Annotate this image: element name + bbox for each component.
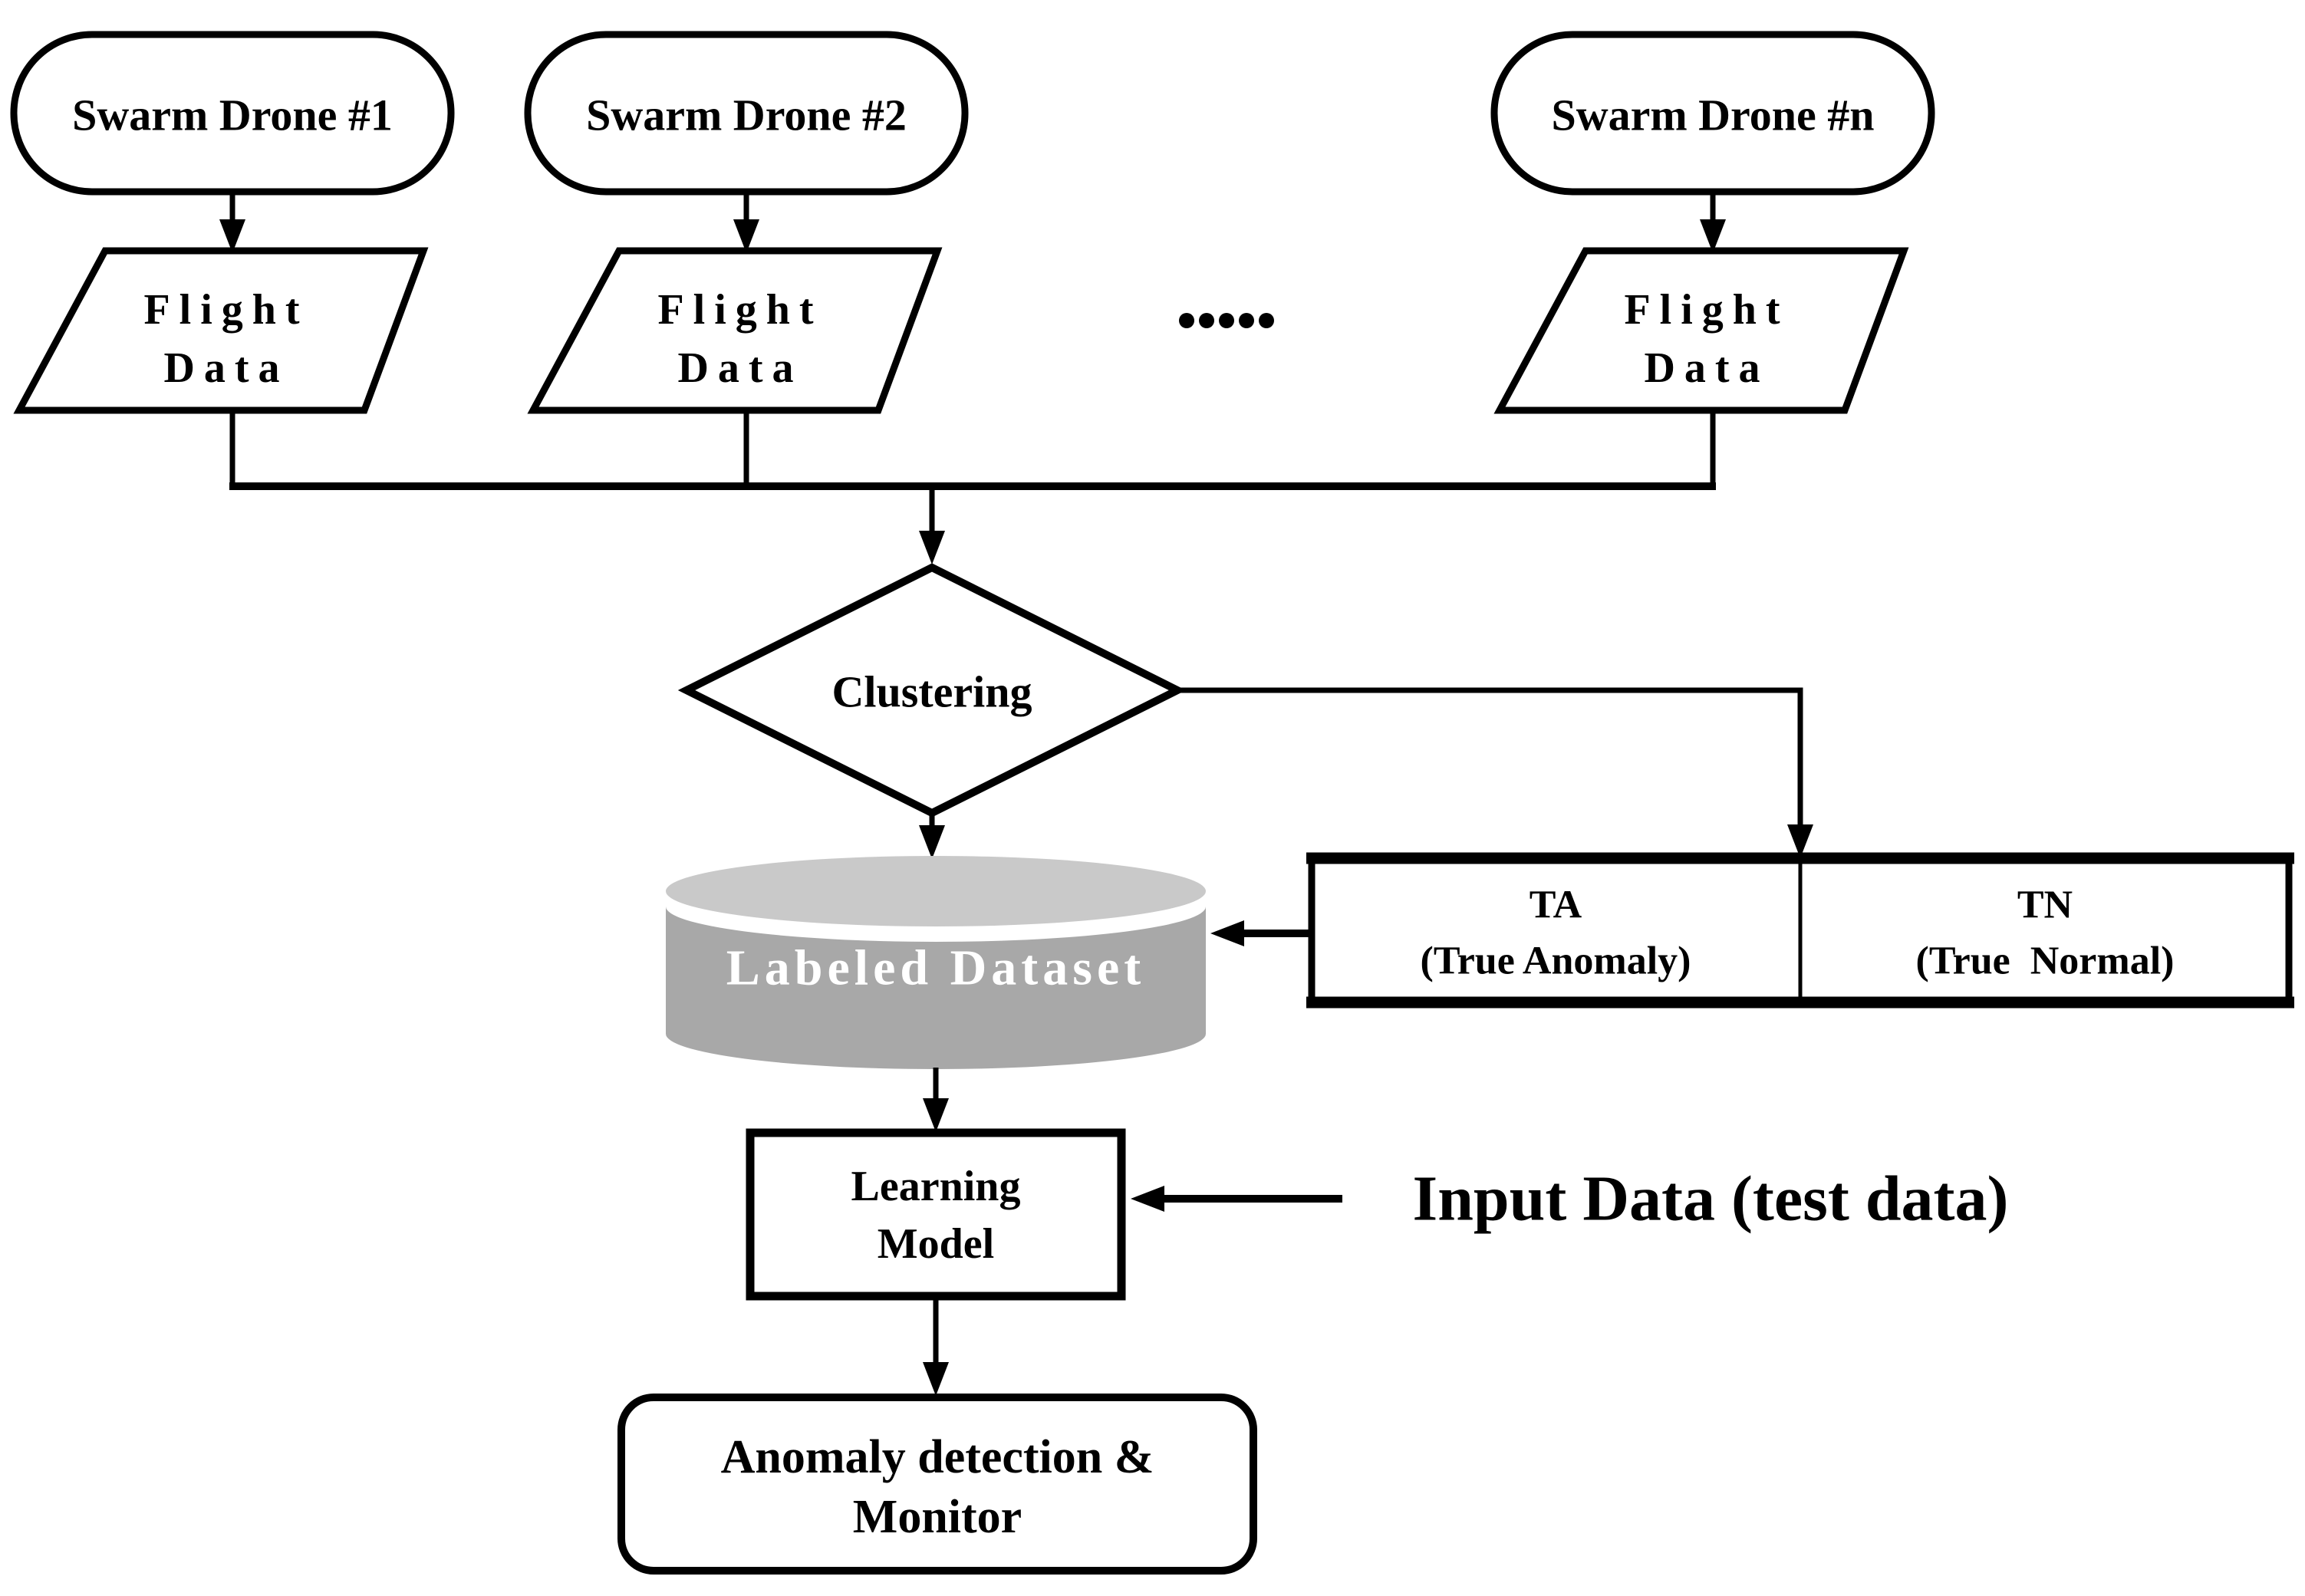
arrowhead-down <box>733 219 759 253</box>
cell-label-line2: (True Normal) <box>1916 940 2175 983</box>
node-clustering: Clustering <box>677 563 1187 818</box>
cell-label-line1: TN <box>2017 884 2073 927</box>
ellipsis-dot <box>1199 313 1214 328</box>
ellipsis-dot <box>1239 313 1254 328</box>
node-label: Labeled Dataset <box>726 940 1145 996</box>
arrowhead-down <box>919 531 945 564</box>
arrowhead-left <box>1210 920 1244 946</box>
node-flight-data-2: Flight Data <box>527 247 943 414</box>
ellipsis-dot <box>1219 313 1234 328</box>
arrow-clustering-to-dataset <box>919 813 945 859</box>
merge-bus <box>229 407 1716 490</box>
arrow-bus-to-clustering <box>919 486 945 564</box>
arrow-drone2-to-flight2 <box>733 192 759 253</box>
node-label: Swarm Drone #n <box>1551 90 1874 140</box>
parallelogram-shape <box>13 247 429 414</box>
arrowhead-left <box>1131 1186 1164 1212</box>
node-label-line1: Learning <box>851 1163 1021 1210</box>
node-label-line1: Anomaly detection & <box>721 1431 1154 1483</box>
arrow-input-to-model <box>1131 1186 1342 1212</box>
ellipsis-dots <box>1179 313 1274 328</box>
arrow-model-to-monitor <box>923 1296 949 1396</box>
node-flight-data-1: Flight Data <box>13 247 429 414</box>
node-learning-model: Learning Model <box>746 1128 1126 1301</box>
node-swarm-drone-2: Swarm Drone #2 <box>524 31 969 196</box>
terminator-shape <box>617 1394 1257 1575</box>
input-data-label: Input Data (test data) <box>1413 1163 2009 1235</box>
arrowhead-down <box>923 1362 949 1396</box>
node-flight-data-n: Flight Data <box>1493 247 1909 414</box>
cylinder-top <box>666 856 1206 926</box>
node-label-line1: Flight <box>657 286 822 334</box>
arrowhead-down <box>923 1098 949 1132</box>
node-label: Swarm Drone #1 <box>72 90 393 140</box>
cylinder-body <box>666 907 1206 1069</box>
node-label-line1: Flight <box>143 286 308 334</box>
arrow-table-to-dataset <box>1210 920 1309 946</box>
node-label-line2: Data <box>1644 344 1769 392</box>
arrow-clustering-to-label-table <box>1177 687 1813 858</box>
arrowhead-down <box>1787 824 1813 858</box>
arrowhead-down <box>919 825 945 859</box>
parallelogram-shape <box>527 247 943 414</box>
node-swarm-drone-n: Swarm Drone #n <box>1490 31 1935 196</box>
ellipsis-dot <box>1259 313 1274 328</box>
node-label-line2: Model <box>878 1220 994 1268</box>
node-label-line2: Data <box>677 344 802 392</box>
node-label-line1: Flight <box>1624 286 1789 334</box>
arrowhead-down <box>1700 219 1726 253</box>
node-label-line2: Monitor <box>853 1491 1022 1543</box>
arrowhead-down <box>219 219 245 253</box>
node-label: Swarm Drone #2 <box>586 90 907 140</box>
ellipsis-dot <box>1179 313 1194 328</box>
process-shape <box>746 1128 1126 1301</box>
cell-label-line2: (True Anomaly) <box>1421 940 1691 983</box>
node-labeled-dataset: Labeled Dataset <box>666 856 1206 1069</box>
parallelogram-shape <box>1493 247 1909 414</box>
node-label-table: TA (True Anomaly) TN (True Normal) <box>1306 852 2294 1009</box>
node-anomaly-monitor: Anomaly detection & Monitor <box>617 1394 1257 1575</box>
node-swarm-drone-1: Swarm Drone #1 <box>10 31 455 196</box>
node-label: Clustering <box>832 667 1032 717</box>
arrow-dronen-to-flightn <box>1700 192 1726 253</box>
arrow-dataset-to-model <box>923 1068 949 1132</box>
arrow-drone1-to-flight1 <box>219 192 245 253</box>
node-label-line2: Data <box>163 344 288 392</box>
cell-true-normal: TN (True Normal) <box>1916 884 2175 983</box>
cell-true-anomaly: TA (True Anomaly) <box>1421 884 1691 983</box>
cell-label-line1: TA <box>1530 884 1582 927</box>
